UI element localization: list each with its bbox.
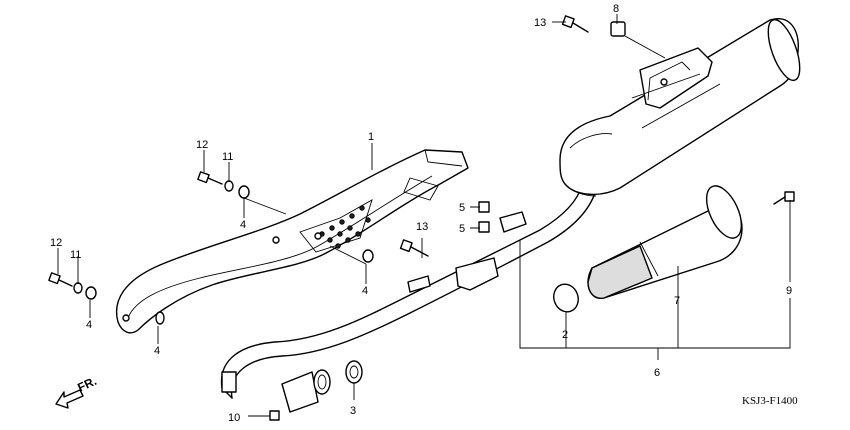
front-direction-indicator: FR. bbox=[55, 374, 99, 409]
washer-11-upper bbox=[224, 180, 234, 192]
callout-13-upper: 13 bbox=[534, 17, 546, 29]
bolt-9 bbox=[773, 191, 795, 205]
callout-5-upper: 5 bbox=[459, 202, 465, 214]
callout-2: 2 bbox=[562, 329, 568, 341]
callout-11-lower: 11 bbox=[70, 249, 81, 261]
clip-5-lower bbox=[478, 221, 490, 233]
heat-protector-vent-holes bbox=[319, 205, 371, 249]
washer-11-lower bbox=[73, 282, 83, 294]
gasket-ring bbox=[553, 283, 579, 313]
collar-4-lower bbox=[85, 286, 97, 300]
bolt-13-upper bbox=[561, 15, 589, 33]
callout-6: 6 bbox=[654, 367, 660, 379]
front-label: FR. bbox=[75, 374, 98, 395]
callout-9: 9 bbox=[786, 285, 792, 297]
callout-4-right: 4 bbox=[362, 285, 368, 297]
leader-lines bbox=[57, 14, 791, 417]
callout-8: 8 bbox=[613, 3, 619, 15]
clip-5-upper bbox=[478, 201, 490, 213]
bolt-13-middle bbox=[399, 239, 429, 257]
collar-4-left bbox=[155, 311, 165, 325]
callout-4-upper: 4 bbox=[240, 219, 246, 231]
bolt-10 bbox=[269, 410, 280, 421]
bolt-12-lower bbox=[48, 272, 73, 287]
collar-4-upper bbox=[238, 185, 250, 199]
spark-arrester bbox=[587, 185, 743, 299]
nut-8 bbox=[610, 21, 626, 37]
diagram-code: KSJ3-F1400 bbox=[742, 395, 798, 407]
callout-10: 10 bbox=[228, 412, 240, 424]
callout-13-middle: 13 bbox=[416, 221, 428, 233]
callout-5-lower: 5 bbox=[459, 223, 465, 235]
exhaust-joint-flange bbox=[281, 369, 331, 413]
front-arrow-icon bbox=[55, 389, 84, 409]
collar-4-right bbox=[362, 249, 374, 263]
exhaust-gasket bbox=[345, 360, 363, 384]
callout-4-left: 4 bbox=[154, 345, 160, 357]
callout-7: 7 bbox=[674, 295, 680, 307]
callout-11-upper: 11 bbox=[222, 151, 233, 163]
callout-12-lower: 12 bbox=[50, 237, 62, 249]
muffler bbox=[559, 18, 801, 197]
callout-3: 3 bbox=[350, 405, 356, 417]
heat-protector bbox=[116, 149, 469, 334]
callout-12-upper: 12 bbox=[196, 139, 208, 151]
callout-4-lower: 4 bbox=[86, 319, 92, 331]
callout-1: 1 bbox=[368, 131, 374, 143]
callouts: 1 12 11 4 12 11 4 4 4 13 5 5 13 8 9 7 2 … bbox=[50, 3, 792, 424]
bolt-12-upper bbox=[197, 171, 223, 185]
exhaust-pipe bbox=[220, 184, 597, 399]
